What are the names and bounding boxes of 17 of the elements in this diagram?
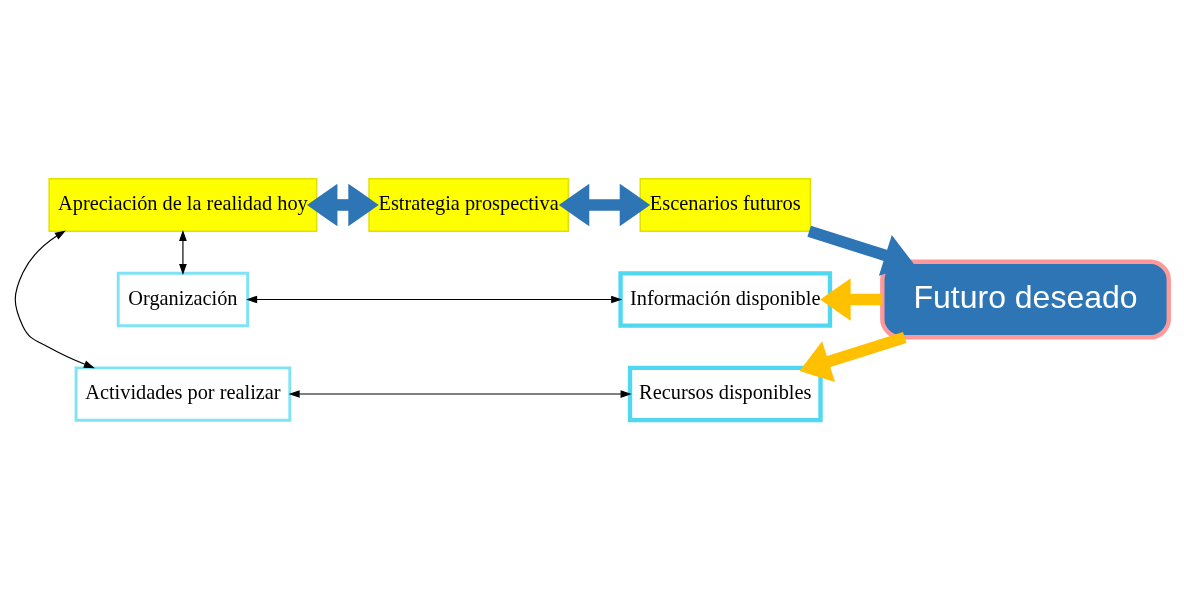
- node-box: Información disponible: [618, 271, 833, 328]
- node-box: Recursos disponibles: [627, 365, 823, 423]
- node-box: Futuro deseado: [880, 259, 1171, 340]
- arrow: [14, 230, 95, 369]
- arrow: [807, 225, 915, 276]
- node-box: Escenarios futuros: [639, 178, 812, 232]
- node-box: Organización: [116, 271, 250, 328]
- arrow: [246, 295, 623, 304]
- arrow: [820, 278, 883, 321]
- node-box: Estrategia prospectiva: [368, 178, 569, 232]
- arrow: [558, 183, 651, 227]
- arrow: [799, 331, 907, 382]
- arrow: [306, 183, 379, 227]
- node-box: Actividades por realizar: [74, 366, 292, 422]
- arrow: [179, 229, 187, 276]
- arrow: [288, 390, 632, 398]
- node-box: Apreciación de la realidad hoy: [48, 178, 318, 232]
